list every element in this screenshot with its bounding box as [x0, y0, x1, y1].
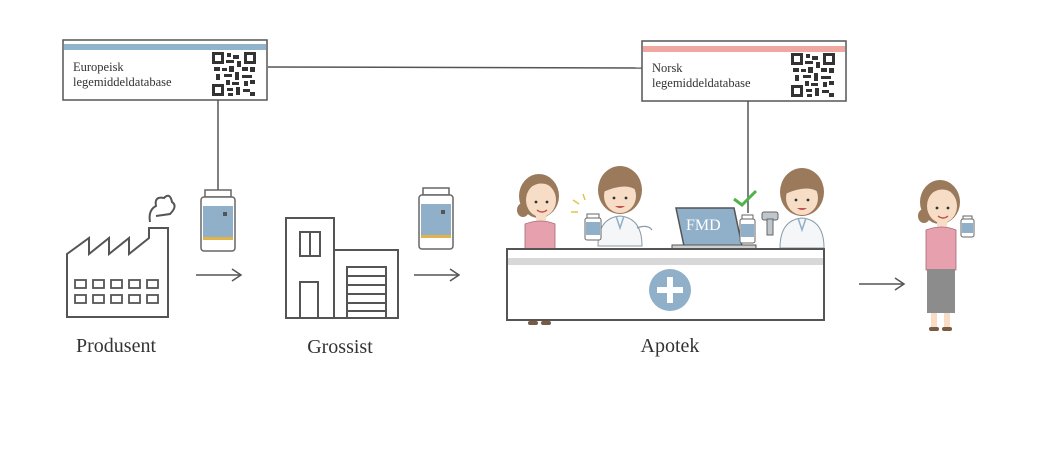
medicine-bottle-icon [960, 215, 975, 238]
european-database-line2: legemiddeldatabase [73, 75, 172, 89]
medicine-bottle-icon [739, 214, 756, 244]
database-connection-line [267, 66, 643, 69]
medicine-bottle-icon [418, 187, 454, 250]
medicine-bottle-icon [584, 213, 602, 241]
european-database-line1: Europeisk [73, 60, 124, 74]
qr-code-icon [791, 53, 835, 97]
norwegian-database-line1: Norsk [652, 61, 683, 75]
norwegian-database-card: Norsk legemiddeldatabase [641, 40, 847, 102]
stage-label-pharmacy: Apotek [641, 335, 700, 357]
checkmark-icon [733, 189, 758, 207]
plus-icon [649, 269, 691, 311]
stage-label-producer: Produsent [76, 335, 156, 357]
counter-stripe [508, 258, 823, 265]
arrow-right-icon [195, 268, 242, 282]
arrow-right-icon [858, 277, 905, 291]
norwegian-database-line2: legemiddeldatabase [652, 76, 751, 90]
pharmacy-scene: FMD [506, 165, 825, 326]
warehouse-icon [285, 217, 399, 319]
laptop-label: FMD [686, 217, 721, 234]
european-database-accent [64, 44, 266, 50]
medicine-bottle-icon [200, 189, 236, 252]
pharmacist-figure [779, 167, 825, 249]
barcode-scanner-icon [761, 211, 779, 236]
stage-label-wholesaler: Grossist [307, 336, 373, 358]
european-database-card: Europeisk legemiddeldatabase [62, 39, 268, 101]
customer-leaving-figure [917, 179, 961, 332]
pharmacist-figure [597, 165, 643, 247]
sparkle-icon [571, 193, 586, 213]
factory-icon [66, 194, 176, 318]
qr-code-icon [212, 52, 256, 96]
arrow-right-icon [413, 268, 460, 282]
norwegian-database-accent [643, 46, 845, 52]
